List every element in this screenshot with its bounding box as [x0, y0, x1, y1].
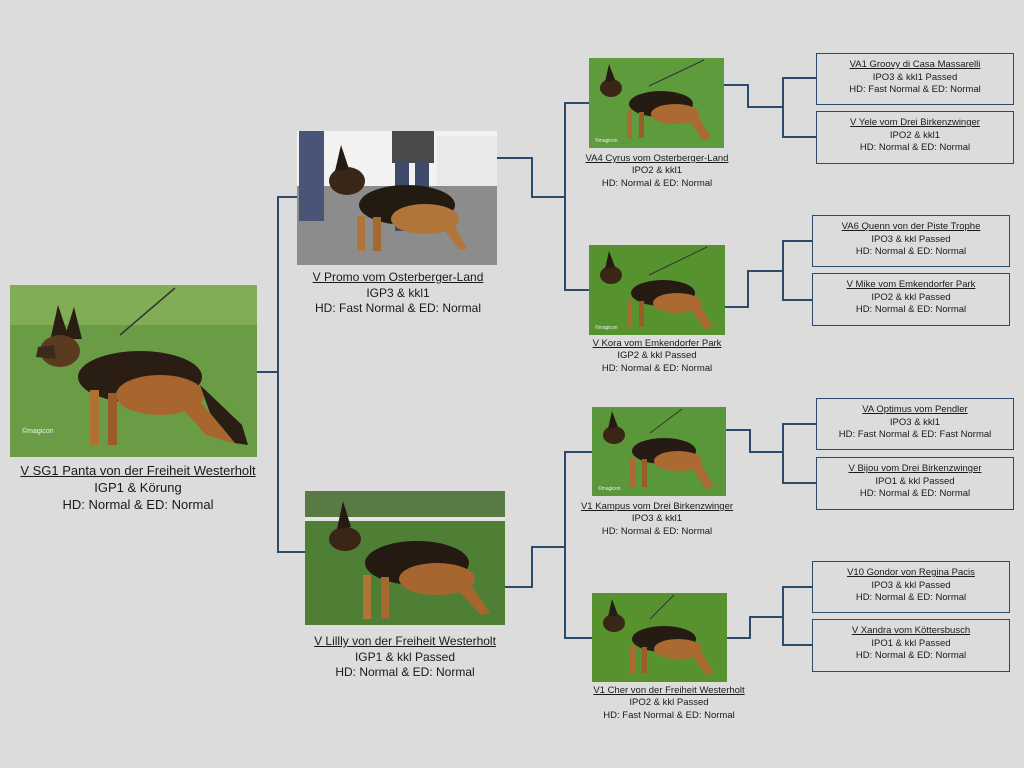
ancestor-box-2: V Yele vom Drei Birkenzwinger IPO2 & kkl… [816, 111, 1014, 164]
grandparent-title-1: IPO2 & kkl1 [631, 165, 683, 177]
ancestor-health-1: HD: Fast Normal & ED: Normal [849, 84, 981, 96]
ancestor-health-8: HD: Normal & ED: Normal [855, 650, 967, 662]
ancestor-health-7: HD: Normal & ED: Normal [855, 592, 967, 604]
grandparent-name-3[interactable]: V1 Kampus vom Drei Birkenzwinger [580, 501, 734, 512]
grandparent-photo-1: ©magicon [589, 58, 724, 148]
grandparent-health-3: HD: Normal & ED: Normal [601, 525, 713, 537]
sire-caption: V Promo vom Osterberger-Land IGP3 & kkl1… [276, 270, 520, 317]
ancestor-name-6[interactable]: V Bijou vom Drei Birkenzwinger [848, 463, 982, 474]
ancestor-title-4: IPO2 & kkl Passed [871, 291, 951, 303]
ancestor-box-4: V Mike vom Emkendorfer Park IPO2 & kkl P… [812, 273, 1010, 326]
dam-title: IGP1 & kkl Passed [354, 649, 456, 664]
grandparent-health-2: HD: Normal & ED: Normal [601, 362, 713, 374]
ancestor-health-4: HD: Normal & ED: Normal [855, 304, 967, 316]
dog-caption-panta: V SG1 Panta von der Freiheit Westerholt … [0, 463, 276, 514]
ancestor-title-2: IPO2 & kkl1 [889, 129, 941, 141]
ancestor-title-8: IPO1 & kkl Passed [871, 637, 951, 649]
photo-watermark: ©magicon [22, 428, 54, 435]
grandparent-title-4: IPO2 & kkl Passed [629, 697, 709, 709]
ancestor-health-2: HD: Normal & ED: Normal [859, 142, 971, 154]
ancestor-box-6: V Bijou vom Drei Birkenzwinger IPO1 & kk… [816, 457, 1014, 510]
grandparent-photo-2: ©magicon [589, 245, 725, 335]
ancestor-title-6: IPO1 & kkl Passed [875, 475, 955, 487]
dog-title: IGP1 & Körung [94, 479, 182, 495]
ancestor-name-1[interactable]: VA1 Groovy di Casa Massarelli [849, 59, 981, 70]
grandparent-caption-3: V1 Kampus vom Drei Birkenzwinger IPO3 & … [562, 501, 752, 538]
ancestor-name-3[interactable]: VA6 Quenn von der Piste Trophe [841, 221, 981, 232]
grandparent-caption-4: V1 Cher von der Freiheit Westerholt IPO2… [562, 685, 776, 722]
grandparent-caption-1: VA4 Cyrus vom Osterberger-Land IPO2 & kk… [562, 153, 752, 190]
ancestor-health-3: HD: Normal & ED: Normal [855, 246, 967, 258]
photo-watermark: ©magicon [595, 324, 618, 331]
grandparent-name-4[interactable]: V1 Cher von der Freiheit Westerholt [593, 685, 745, 696]
ancestor-title-7: IPO3 & kkl Passed [871, 579, 951, 591]
dog-photo-panta [10, 285, 257, 457]
ancestor-title-5: IPO3 & kkl1 [889, 416, 941, 428]
ancestor-title-3: IPO3 & kkl Passed [871, 233, 951, 245]
ancestor-name-5[interactable]: VA Optimus vom Pendler [862, 404, 968, 415]
sire-health: HD: Fast Normal & ED: Normal [314, 301, 482, 316]
grandparent-title-2: IGP2 & kkl Passed [617, 350, 697, 362]
dam-health: HD: Normal & ED: Normal [335, 665, 475, 680]
grandparent-caption-2: V Kora vom Emkendorfer Park IGP2 & kkl P… [562, 338, 752, 375]
ancestor-name-7[interactable]: V10 Gondor von Regina Pacis [847, 567, 975, 578]
ancestor-title-1: IPO3 & kkl1 Passed [872, 71, 958, 83]
ancestor-box-7: V10 Gondor von Regina Pacis IPO3 & kkl P… [812, 561, 1010, 613]
dog-health: HD: Normal & ED: Normal [62, 496, 214, 512]
dam-photo [305, 491, 505, 625]
ancestor-box-1: VA1 Groovy di Casa Massarelli IPO3 & kkl… [816, 53, 1014, 105]
sire-photo [297, 131, 497, 265]
grandparent-photo-3: ©magicon [592, 407, 726, 496]
grandparent-photo-4 [592, 593, 727, 682]
ancestor-box-5: VA Optimus vom Pendler IPO3 & kkl1 HD: F… [816, 398, 1014, 450]
dam-name[interactable]: V Lillly von der Freiheit Westerholt [314, 634, 496, 648]
ancestor-box-3: VA6 Quenn von der Piste Trophe IPO3 & kk… [812, 215, 1010, 267]
dog-name[interactable]: V SG1 Panta von der Freiheit Westerholt [20, 463, 256, 478]
ancestor-box-8: V Xandra vom Köttersbusch IPO1 & kkl Pas… [812, 619, 1010, 672]
sire-title: IGP3 & kkl1 [366, 285, 430, 300]
sire-name[interactable]: V Promo vom Osterberger-Land [312, 270, 484, 284]
ancestor-health-6: HD: Normal & ED: Normal [859, 488, 971, 500]
grandparent-health-1: HD: Normal & ED: Normal [601, 177, 713, 189]
grandparent-name-2[interactable]: V Kora vom Emkendorfer Park [592, 338, 722, 349]
dam-caption: V Lillly von der Freiheit Westerholt IGP… [276, 634, 534, 681]
ancestor-name-2[interactable]: V Yele vom Drei Birkenzwinger [850, 117, 980, 128]
photo-watermark: ©magicon [598, 485, 621, 492]
grandparent-health-4: HD: Fast Normal & ED: Normal [603, 709, 735, 721]
ancestor-name-4[interactable]: V Mike vom Emkendorfer Park [846, 279, 976, 290]
grandparent-title-3: IPO3 & kkl1 [631, 513, 683, 525]
ancestor-health-5: HD: Fast Normal & ED: Fast Normal [838, 429, 992, 441]
photo-watermark: ©magicon [595, 137, 618, 144]
grandparent-name-1[interactable]: VA4 Cyrus vom Osterberger-Land [585, 153, 729, 164]
ancestor-name-8[interactable]: V Xandra vom Köttersbusch [851, 625, 971, 636]
